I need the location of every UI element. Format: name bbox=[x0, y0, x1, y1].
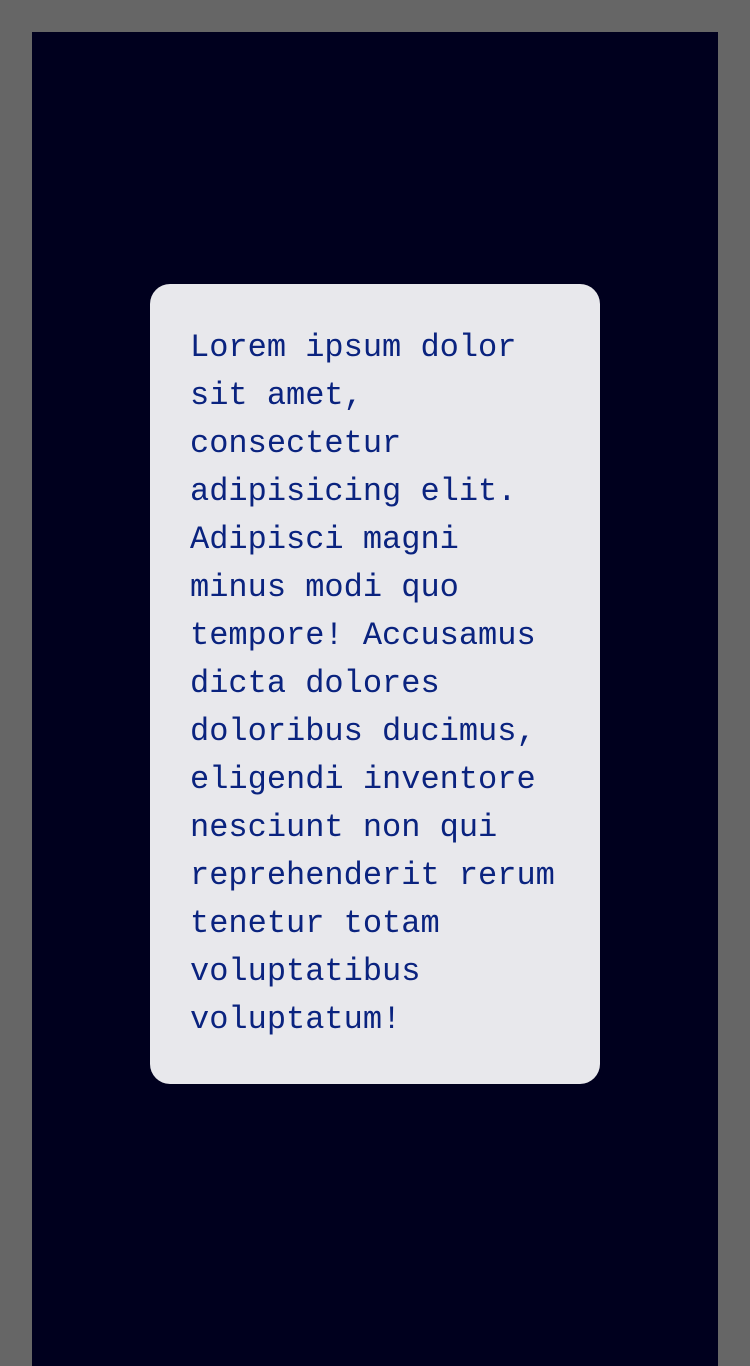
text-card: Lorem ipsum dolor sit amet, consectetur … bbox=[150, 284, 600, 1084]
card-body-text: Lorem ipsum dolor sit amet, consectetur … bbox=[190, 329, 555, 1038]
app-screen: Lorem ipsum dolor sit amet, consectetur … bbox=[32, 32, 718, 1366]
